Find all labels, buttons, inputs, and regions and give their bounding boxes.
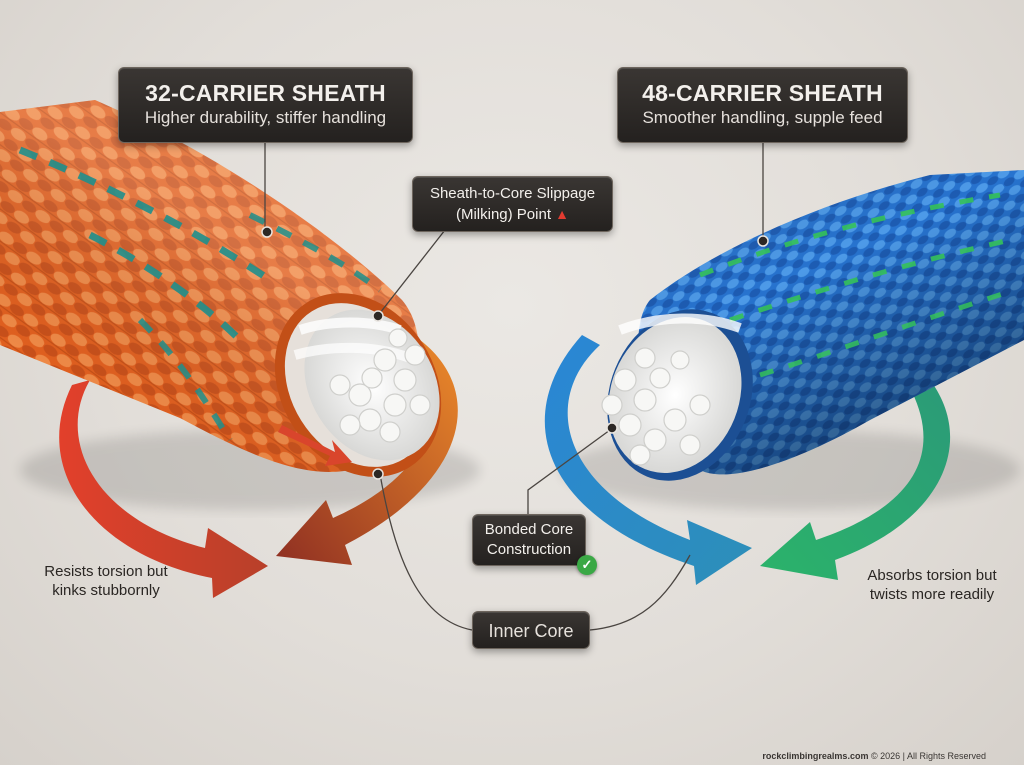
- right-rope-48-carrier: [601, 170, 1024, 481]
- inner-core-text: Inner Core: [488, 621, 574, 641]
- label-48-carrier-title: 48-CARRIER SHEATH: [642, 80, 883, 106]
- right-torsion-arrow-green: [760, 380, 951, 580]
- bonded-core-line2: Construction: [486, 541, 572, 558]
- left-rope-32-carrier: [0, 100, 442, 477]
- slippage-line1: Sheath-to-Core Slippage: [429, 185, 596, 202]
- warning-triangle-icon: ▲: [555, 206, 570, 222]
- left-torsion-arrow-red: [59, 380, 268, 598]
- right-torsion-arrow-blue: [544, 335, 752, 585]
- slippage-line2: (Milking) Point: [455, 206, 551, 223]
- label-slippage-point: Sheath-to-Core Slippage (Milking) Point …: [412, 176, 613, 232]
- right-note: Absorbs torsion but twists more readily: [848, 566, 1016, 604]
- footer-credit: rockclimbingrealms.com © 2026 | All Righ…: [762, 751, 986, 761]
- right-note-line2: twists more readily: [869, 586, 995, 603]
- slippage-arrow: [278, 425, 352, 466]
- label-32-carrier-subtitle: Higher durability, stiffer handling: [144, 108, 387, 127]
- label-32-carrier-title: 32-CARRIER SHEATH: [145, 80, 386, 106]
- label-bonded-core: Bonded Core Construction: [472, 514, 586, 566]
- label-48-carrier-sheath: 48-CARRIER SHEATH Smoother handling, sup…: [617, 67, 908, 143]
- leader-lines: [264, 143, 764, 631]
- left-note-line2: kinks stubbornly: [52, 582, 160, 599]
- right-note-line1: Absorbs torsion but: [867, 567, 997, 584]
- left-torsion-arrow-orange: [276, 340, 458, 565]
- right-inner-core: [601, 313, 742, 473]
- footer-rights: © 2026 | All Rights Reserved: [870, 751, 986, 761]
- left-note: Resists torsion but kinks stubbornly: [22, 562, 190, 600]
- slippage-line2-row: (Milking) Point ▲: [413, 204, 612, 225]
- leader-dots: [261, 226, 769, 480]
- label-inner-core: Inner Core: [472, 611, 590, 649]
- bonded-core-line1: Bonded Core: [484, 521, 574, 538]
- left-inner-core: [293, 309, 440, 461]
- left-note-line1: Resists torsion but: [44, 563, 168, 580]
- label-32-carrier-sheath: 32-CARRIER SHEATH Higher durability, sti…: [118, 67, 413, 143]
- check-circle-icon: ✓: [577, 555, 597, 575]
- label-48-carrier-subtitle: Smoother handling, supple feed: [642, 108, 883, 127]
- footer-site: rockclimbingrealms.com: [762, 751, 869, 761]
